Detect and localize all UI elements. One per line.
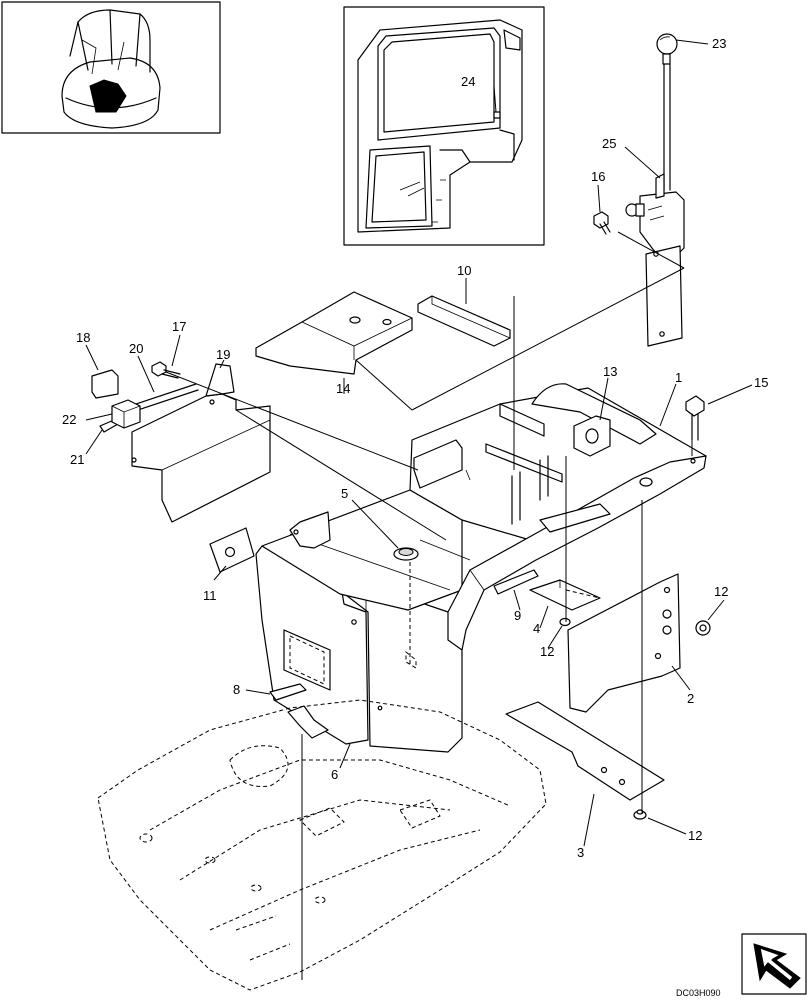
under-plate-3 [505, 701, 665, 801]
floor-plate-14 [255, 291, 413, 375]
bracket-4 [529, 579, 601, 611]
callout-19: 19 [216, 347, 230, 362]
nut-12-right [695, 620, 711, 636]
cover-plate-11 [209, 527, 255, 573]
callout-12-bottom: 12 [688, 828, 702, 843]
callout-9: 9 [514, 608, 521, 623]
construction-lines [165, 231, 693, 980]
machine-overview-inset [1, 1, 221, 134]
bolt-16 [593, 211, 611, 235]
callout-11: 11 [203, 588, 217, 603]
callout-12-right: 12 [714, 584, 728, 599]
callout-25: 25 [602, 136, 616, 151]
callout-15: 15 [754, 375, 768, 390]
bolt-15 [685, 395, 705, 441]
callout-22: 22 [62, 412, 76, 427]
side-panel-2 [567, 573, 681, 713]
nut-12-bottom [633, 809, 647, 820]
callout-3: 3 [577, 845, 584, 860]
callout-6: 6 [331, 767, 338, 782]
direction-arrow-box [741, 933, 807, 995]
machine-overview-icon [61, 9, 161, 129]
callout-14: 14 [336, 381, 350, 396]
cab-detail-icon [357, 19, 523, 233]
callout-13: 13 [603, 364, 617, 379]
left-side-panel [91, 361, 271, 523]
leader-lines [85, 39, 753, 847]
callout-1: 1 [675, 370, 682, 385]
callout-10: 10 [457, 263, 471, 278]
callout-23: 23 [712, 36, 726, 51]
callout-2: 2 [687, 691, 694, 706]
callout-16: 16 [591, 169, 605, 184]
callout-17: 17 [172, 319, 186, 334]
nut-12-center [559, 617, 571, 627]
main-frame-1 [255, 383, 707, 753]
callout-18: 18 [76, 330, 90, 345]
bracket-bar-10 [417, 295, 511, 347]
callout-12-center: 12 [540, 644, 554, 659]
callout-4: 4 [533, 621, 540, 636]
pad-18 [91, 369, 119, 399]
callout-24: 24 [461, 74, 475, 89]
callout-20: 20 [129, 341, 143, 356]
figure-code: DC03H090 [676, 988, 721, 998]
control-lever-assembly [593, 33, 685, 347]
pad-8 [269, 683, 307, 701]
callout-5: 5 [341, 486, 348, 501]
callout-labels: 23 24 25 16 10 18 17 20 19 14 13 1 15 22… [62, 36, 768, 860]
direction-arrow-icon [753, 943, 801, 989]
base-frame-dashed [97, 699, 547, 991]
callout-8: 8 [233, 682, 240, 697]
callout-21: 21 [70, 452, 84, 467]
clip-6-lower [287, 705, 329, 739]
block-22 [111, 399, 141, 429]
cab-detail-inset [343, 6, 545, 246]
